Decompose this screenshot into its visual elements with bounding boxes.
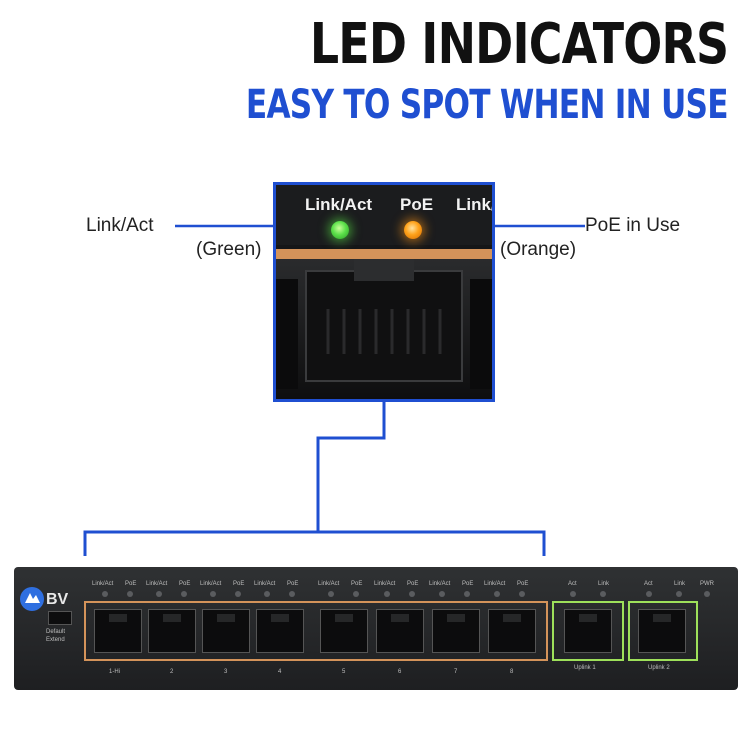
led-label-poe: PoE (233, 581, 245, 587)
power-led-label: PWR (700, 581, 714, 587)
status-led-icon (156, 591, 162, 597)
led-label-link-act: Link/Act (374, 581, 396, 587)
status-led-icon (127, 591, 133, 597)
status-led-icon (646, 591, 652, 597)
toggle-label-extend: Extend (46, 637, 65, 643)
rj45-port-closeup-icon (276, 259, 492, 389)
uplink-led-label: Link (674, 581, 686, 587)
status-led-icon (289, 591, 295, 597)
led-label-link-act: Link/Act (318, 581, 340, 587)
uplink-port-2[interactable] (638, 609, 686, 653)
led-label-link-act: Link/Act (200, 581, 222, 587)
power-led-icon (704, 591, 710, 597)
status-led-icon (181, 591, 187, 597)
port-group-bracket (83, 530, 546, 556)
status-led-icon (210, 591, 216, 597)
port-number-label: 3 (224, 669, 228, 675)
status-led-icon (353, 591, 359, 597)
headline-title: LED INDICATORS (309, 12, 729, 77)
status-led-icon (464, 591, 470, 597)
zoom-label-link-cut: Link/ (456, 195, 495, 214)
green-led-icon (331, 221, 349, 239)
zoom-led-strip (276, 185, 492, 245)
toggle-label-default: Default (46, 629, 66, 635)
callout-green-label: (Green) (196, 239, 262, 260)
uplink-1-frame (552, 601, 624, 661)
status-led-icon (570, 591, 576, 597)
led-label-poe: PoE (517, 581, 529, 587)
uplink-led-label: Act (568, 581, 577, 587)
ethernet-port-7[interactable] (432, 609, 480, 653)
led-label-poe: PoE (462, 581, 474, 587)
port-number-label: 7 (454, 669, 458, 675)
led-label-link-act: Link/Act (429, 581, 451, 587)
status-led-icon (676, 591, 682, 597)
callout-poe-label: PoE in Use (585, 215, 681, 236)
brand-name: BV (46, 591, 69, 608)
zoom-drop-line (316, 402, 386, 532)
ethernet-port-1[interactable] (94, 609, 142, 653)
port-number-label: 1-Hi (109, 669, 121, 675)
port-number-label: 5 (342, 669, 346, 675)
port-number-label: 2 (170, 669, 174, 675)
status-led-icon (519, 591, 525, 597)
status-led-icon (328, 591, 334, 597)
uplink-led-label: Act (644, 581, 653, 587)
default-extend-toggle[interactable] (48, 611, 72, 625)
led-label-poe: PoE (287, 581, 299, 587)
status-led-icon (264, 591, 270, 597)
status-led-icon (439, 591, 445, 597)
callout-link-act-label: Link/Act (86, 215, 154, 236)
ethernet-port-2[interactable] (148, 609, 196, 653)
status-led-icon (235, 591, 241, 597)
zoom-port-closeup (276, 259, 492, 399)
status-led-icon (102, 591, 108, 597)
ethernet-port-8[interactable] (488, 609, 536, 653)
ethernet-port-5[interactable] (320, 609, 368, 653)
uplink-led-label: Link (598, 581, 610, 587)
port-number-label: 8 (510, 669, 514, 675)
status-led-icon (409, 591, 415, 597)
uplink-label-2: Uplink 2 (648, 665, 670, 671)
callout-orange-label: (Orange) (500, 239, 577, 260)
uplink-port-1[interactable] (564, 609, 612, 653)
orange-led-icon (404, 221, 422, 239)
uplink-2-frame (628, 601, 698, 661)
zoom-label-poe: PoE (400, 195, 434, 214)
headline-subtitle: EASY TO SPOT WHEN IN USE (246, 82, 729, 128)
led-label-link-act: Link/Act (146, 581, 168, 587)
status-led-icon (384, 591, 390, 597)
poe-frame-edge (276, 249, 492, 259)
uplink-label-1: Uplink 1 (574, 665, 596, 671)
poe-port-group-frame (84, 601, 548, 661)
port-number-label: 6 (398, 669, 402, 675)
led-label-poe: PoE (179, 581, 191, 587)
zoom-inset: Link/Act PoE Link/ (273, 182, 495, 402)
port-number-label: 4 (278, 669, 282, 675)
status-led-icon (600, 591, 606, 597)
ethernet-port-4[interactable] (256, 609, 304, 653)
ethernet-port-3[interactable] (202, 609, 250, 653)
status-led-icon (494, 591, 500, 597)
led-label-link-act: Link/Act (92, 581, 114, 587)
led-label-poe: PoE (125, 581, 137, 587)
ethernet-port-6[interactable] (376, 609, 424, 653)
bv-logo-icon (20, 587, 44, 611)
led-label-poe: PoE (351, 581, 363, 587)
poe-switch-front-panel: BV Default Extend Link/Act PoE Link/Act … (14, 567, 738, 690)
led-label-link-act: Link/Act (254, 581, 276, 587)
led-label-link-act: Link/Act (484, 581, 506, 587)
zoom-label-link-act: Link/Act (305, 195, 373, 214)
led-label-poe: PoE (407, 581, 419, 587)
